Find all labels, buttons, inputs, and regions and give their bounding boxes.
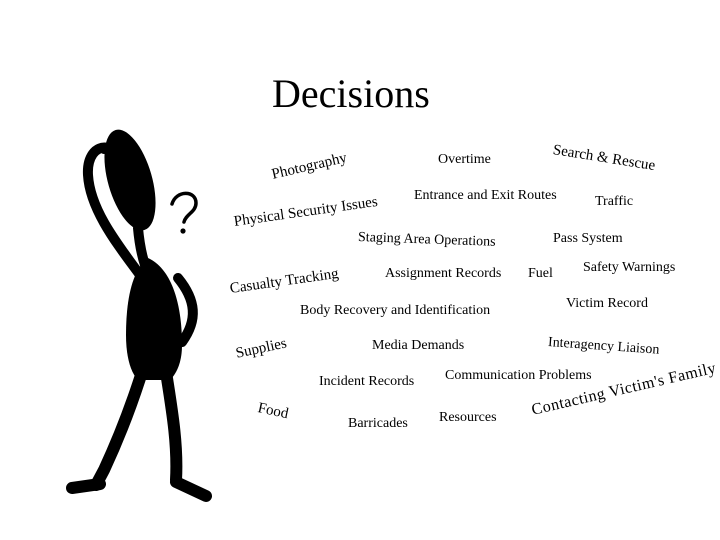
word-fuel: Fuel xyxy=(528,266,553,281)
figure-left-leg xyxy=(90,366,148,491)
figure-raised-arm xyxy=(82,142,145,280)
word-body-recovery: Body Recovery and Identification xyxy=(300,303,491,318)
figure-torso xyxy=(126,258,182,380)
figure-left-foot xyxy=(66,478,106,494)
word-resources: Resources xyxy=(439,410,497,425)
word-incident-records: Incident Records xyxy=(319,374,415,389)
figure-right-foot xyxy=(170,476,212,502)
figure-hip-arm xyxy=(173,273,198,347)
word-pass-system: Pass System xyxy=(553,231,623,246)
word-safety-warnings: Safety Warnings xyxy=(583,260,676,275)
word-victim-record: Victim Record xyxy=(566,296,648,311)
word-media-demands: Media Demands xyxy=(372,338,465,353)
word-assignment-records: Assignment Records xyxy=(385,266,502,281)
page-title: Decisions xyxy=(272,71,430,116)
figure-head xyxy=(104,129,156,231)
question-mark-dot xyxy=(180,228,186,234)
word-barricades: Barricades xyxy=(348,416,408,431)
question-mark-icon xyxy=(170,191,198,224)
word-communication-problems: Communication Problems xyxy=(445,368,592,383)
figure-neck xyxy=(133,223,150,270)
word-overtime: Overtime xyxy=(438,152,491,167)
word-entrance-exit-routes: Entrance and Exit Routes xyxy=(414,188,557,203)
figure-hand xyxy=(100,139,136,154)
figure-right-leg xyxy=(160,366,183,486)
word-traffic: Traffic xyxy=(595,194,634,209)
